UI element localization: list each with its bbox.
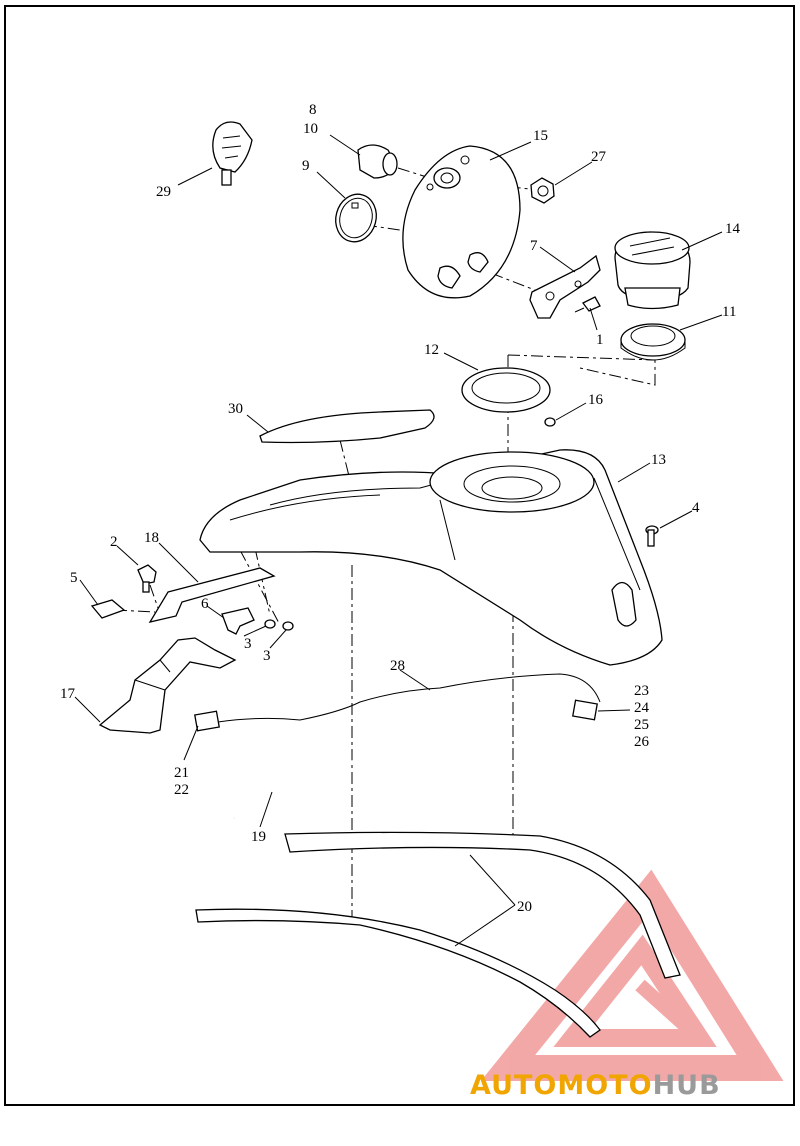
callout-7: 7 — [530, 238, 538, 254]
callout-1: 1 — [596, 332, 604, 348]
callout-8: 8 — [309, 102, 317, 118]
diagram-border — [4, 5, 795, 1106]
callout-20: 20 — [517, 899, 532, 915]
nut-part-27 — [530, 177, 555, 204]
callout-11: 11 — [722, 304, 736, 320]
callout-9: 9 — [302, 158, 310, 174]
fuel-cap-part-14 — [614, 231, 691, 310]
callout-3b: 3 — [263, 648, 271, 664]
leader-lines — [74, 134, 723, 947]
callout-18: 18 — [144, 530, 159, 546]
callout-13: 13 — [651, 452, 666, 468]
watermark-logo — [480, 869, 784, 1081]
callout-21: 21 — [174, 765, 189, 781]
callout-6: 6 — [201, 596, 209, 612]
hose-part-19 — [232, 758, 501, 820]
pad-part-30 — [259, 409, 435, 444]
callout-23: 23 — [634, 683, 649, 699]
callout-14: 14 — [725, 221, 741, 237]
callout-5: 5 — [70, 570, 78, 586]
clip-part-6 — [221, 607, 255, 635]
console-housing-part-13 — [199, 449, 663, 666]
fuel-door-part-15 — [402, 145, 521, 299]
callout-4: 4 — [692, 500, 700, 516]
callout-labels: 1 2 3 3 4 5 6 7 8 9 10 11 12 13 14 15 16… — [60, 102, 741, 915]
watermark-automoto: AUTOMOTOHUB — [470, 1070, 721, 1101]
callout-25: 25 — [634, 717, 649, 733]
bolt-part-4 — [645, 525, 659, 547]
callout-15: 15 — [533, 128, 548, 144]
callout-17: 17 — [60, 686, 76, 702]
trim-strip-part-20 — [195, 831, 681, 1038]
callout-19: 19 — [251, 829, 266, 845]
callout-10: 10 — [303, 121, 318, 137]
bracket-part-18 — [148, 567, 276, 623]
screws-part-3 — [264, 619, 294, 631]
callout-2: 2 — [110, 534, 118, 550]
clip-nut-part-5 — [90, 599, 126, 619]
callout-27: 27 — [591, 149, 607, 165]
latch-bracket-part-7 — [529, 254, 601, 319]
lock-cylinder-part-8-10 — [357, 144, 398, 179]
callout-12: 12 — [424, 342, 439, 358]
screw-part-1 — [574, 296, 601, 313]
callout-3a: 3 — [244, 636, 252, 652]
wire-harness-part-28 — [194, 673, 601, 732]
callout-28: 28 — [390, 658, 405, 674]
watermark-text: AUTOMOTOHUB — [470, 1070, 721, 1101]
seal-ring-part-11 — [620, 323, 686, 361]
bracket-part-17 — [98, 637, 237, 734]
callout-30: 30 — [228, 401, 243, 417]
callout-16: 16 — [588, 392, 604, 408]
callout-22: 22 — [174, 782, 189, 798]
gasket-part-9 — [335, 193, 377, 243]
ring-part-12 — [461, 367, 551, 413]
pin-part-16 — [544, 417, 556, 427]
callout-26: 26 — [634, 734, 650, 750]
key-fob-part-29 — [212, 121, 253, 186]
bolt-part-2 — [137, 564, 157, 593]
callout-24: 24 — [634, 700, 650, 716]
callout-29: 29 — [156, 184, 171, 200]
